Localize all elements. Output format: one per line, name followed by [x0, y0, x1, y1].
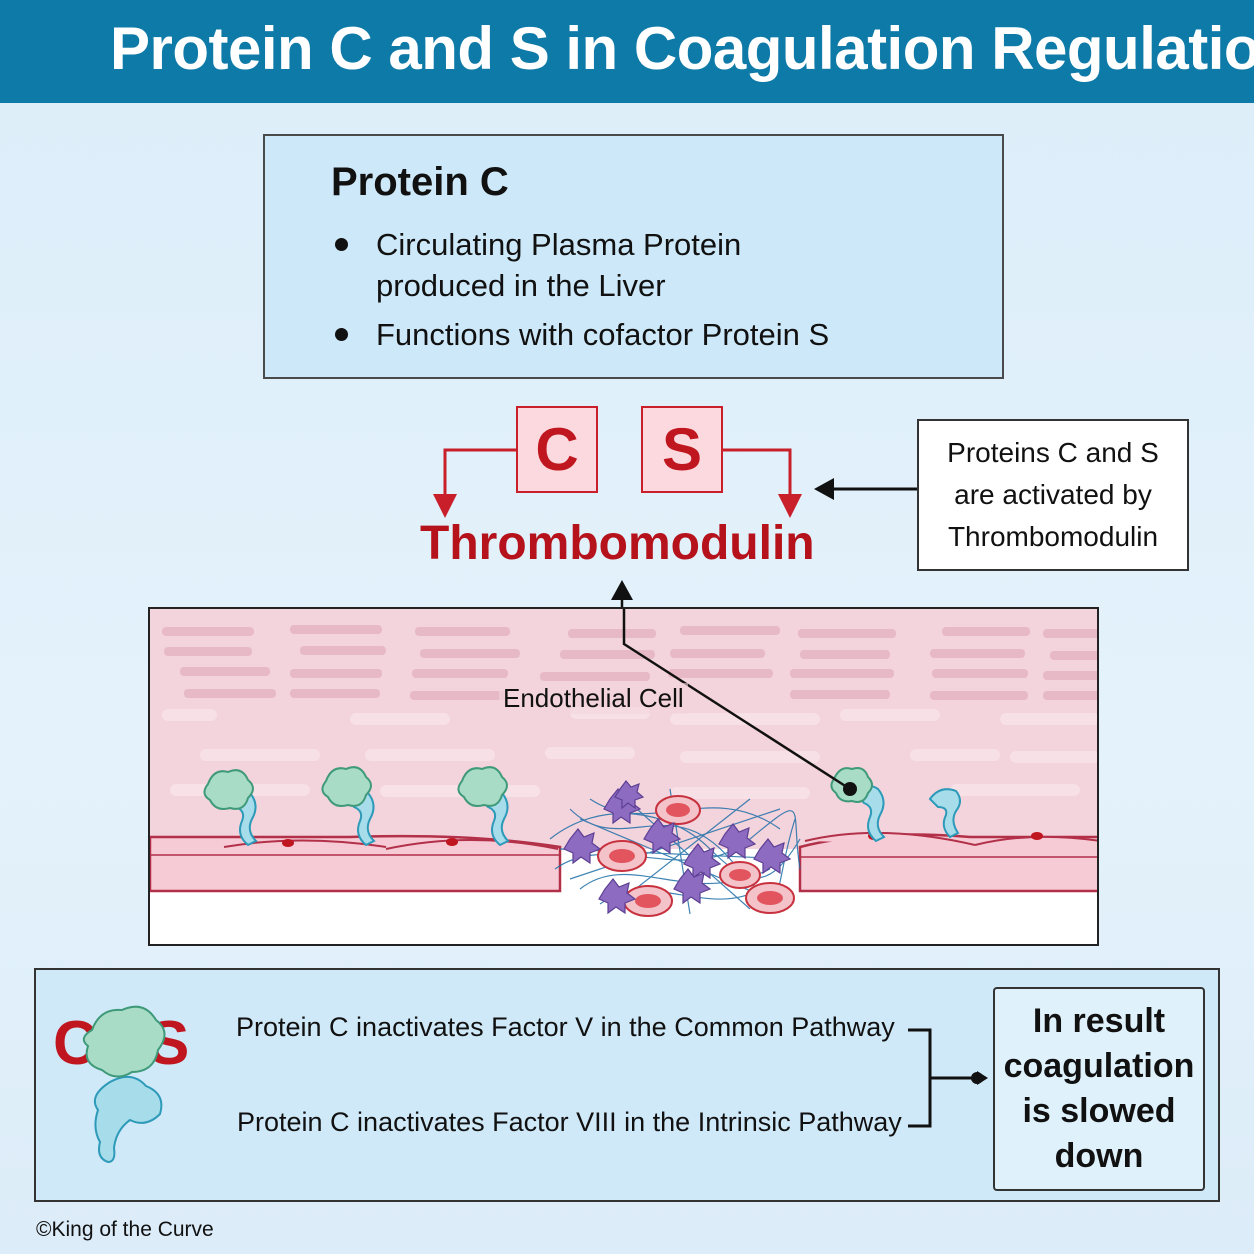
- page-title: Protein C and S in Coagulation Regulatio…: [110, 15, 1254, 82]
- endothelial-cell-label: Endothelial Cell: [499, 683, 688, 714]
- receptor-complex-4: [830, 767, 886, 843]
- bullet-dot-icon: [335, 238, 348, 251]
- info-bullet-1-line-1: Circulating Plasma Protein: [376, 227, 742, 262]
- receptor-complex-1: [203, 769, 258, 847]
- thrombomodulin-receptors: [203, 766, 961, 847]
- protein-c-info-box: Protein C Circulating Plasma Protein pro…: [263, 134, 1004, 379]
- vessel-wall-illustration: [148, 607, 1099, 946]
- note-pointer-arrow: [814, 478, 917, 500]
- protein-c-letter-box: C: [516, 406, 598, 493]
- receptor-free: [928, 788, 961, 839]
- info-bullet-1-line-2: produced in the Liver: [376, 268, 666, 303]
- activation-note-box: Proteins C and S are activated by Thromb…: [917, 419, 1189, 571]
- pathway-factor-v: Protein C inactivates Factor V in the Co…: [236, 1012, 895, 1042]
- complex-to-thrombomodulin-arrow: [622, 609, 851, 791]
- receptor-complex-3: [457, 766, 510, 847]
- platelets: [563, 780, 792, 915]
- pathway-factor-viii: Protein C inactivates Factor VIII in the…: [237, 1107, 902, 1137]
- note-line-3: Thrombomodulin: [947, 521, 1159, 552]
- copyright-text: ©King of the Curve: [36, 1218, 214, 1241]
- note-line-1: Proteins C and S: [947, 437, 1159, 468]
- c-to-thrombomodulin-arrow: [433, 448, 516, 518]
- vessel-wall-drawing: [150, 609, 1097, 944]
- result-box: In result coagulation is slowed down: [993, 987, 1205, 1191]
- result-line-1: In result: [1032, 1002, 1166, 1040]
- result-line-2: coagulation: [1003, 1047, 1195, 1085]
- title-banner: Protein C and S in Coagulation Regulatio…: [0, 0, 1254, 103]
- protein-s-letter-box: S: [641, 406, 723, 493]
- tissue-striations: [162, 625, 1097, 700]
- bullet-dot-icon: [335, 328, 348, 341]
- s-to-thrombomodulin-arrow: [723, 448, 802, 518]
- result-line-4: down: [1054, 1137, 1144, 1175]
- red-blood-cells: [597, 795, 795, 917]
- receptor-complex-2: [321, 766, 376, 847]
- result-line-3: is slowed: [1022, 1092, 1176, 1130]
- blood-clot: [549, 780, 801, 917]
- thrombomodulin-label: Thrombomodulin: [420, 517, 815, 570]
- info-heading: Protein C: [331, 160, 509, 204]
- info-bullet-2-line-1: Functions with cofactor Protein S: [376, 317, 830, 352]
- note-line-2: are activated by: [954, 479, 1152, 510]
